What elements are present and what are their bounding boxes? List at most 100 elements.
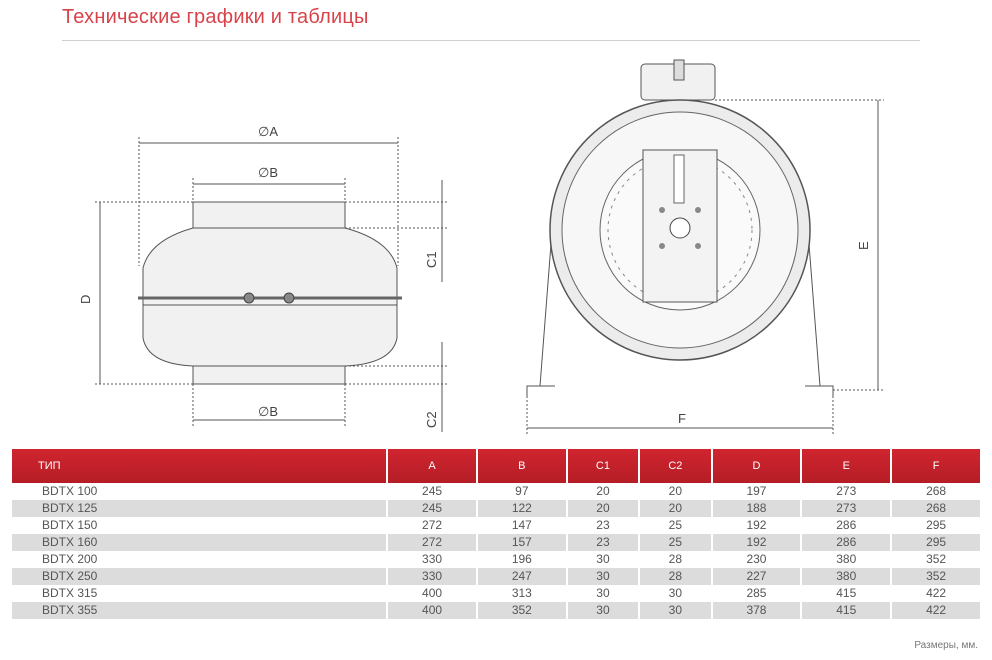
dim-c1-label: C1 xyxy=(424,251,439,268)
table-cell: BDTX 160 xyxy=(12,534,387,551)
table-row: BDTX 100 245 97 20 20 197 273 268 xyxy=(12,483,980,500)
bolt-right xyxy=(283,292,295,304)
col-header-c2: C2 xyxy=(640,449,711,483)
table-cell: 295 xyxy=(892,534,980,551)
motor-bracket xyxy=(673,154,685,204)
col-header-c1: C1 xyxy=(567,449,639,483)
table-cell: 352 xyxy=(892,551,980,568)
fan-front-view: E F xyxy=(526,59,884,434)
left-leg xyxy=(526,243,552,396)
table-cell: 415 xyxy=(802,602,891,619)
right-leg xyxy=(808,243,834,396)
table-cell: BDTX 200 xyxy=(12,551,387,568)
table-row: BDTX 125 245 122 20 20 188 273 268 xyxy=(12,500,980,517)
table-cell: 380 xyxy=(802,568,891,585)
dim-d-label: D xyxy=(78,295,93,304)
table-cell: 286 xyxy=(802,517,891,534)
table-cell: 378 xyxy=(712,602,801,619)
table-cell: 230 xyxy=(712,551,801,568)
col-header-f: F xyxy=(892,449,980,483)
table-cell: 20 xyxy=(640,483,711,500)
table-cell: 245 xyxy=(388,483,476,500)
table-cell: 273 xyxy=(802,500,891,517)
table-cell: 330 xyxy=(388,568,476,585)
table-cell: 30 xyxy=(567,568,639,585)
table-cell: 400 xyxy=(388,602,476,619)
hub xyxy=(669,217,691,239)
table-header-row: ТИП A B C1 C2 D E F xyxy=(12,449,980,483)
table-cell: 422 xyxy=(892,585,980,602)
dim-b-bottom-label: ∅B xyxy=(258,404,278,419)
dim-a-label: ∅A xyxy=(258,124,278,139)
table-cell: 196 xyxy=(477,551,566,568)
bolt-left xyxy=(243,292,255,304)
table-row: BDTX 200 330 196 30 28 230 380 352 xyxy=(12,551,980,568)
table-cell: 28 xyxy=(640,568,711,585)
table-cell: 422 xyxy=(892,602,980,619)
table-cell: BDTX 150 xyxy=(12,517,387,534)
dimensions-table: ТИП A B C1 C2 D E F BDTX 100 245 97 20 2… xyxy=(10,449,982,619)
table-cell: 23 xyxy=(567,534,639,551)
table-cell: 352 xyxy=(892,568,980,585)
terminal-gland xyxy=(673,59,685,81)
table-cell: 286 xyxy=(802,534,891,551)
table-cell: 285 xyxy=(712,585,801,602)
table-cell: 122 xyxy=(477,500,566,517)
table-cell: BDTX 250 xyxy=(12,568,387,585)
table-cell: BDTX 315 xyxy=(12,585,387,602)
fan-side-view: ∅A ∅B ∅B D C1 C2 xyxy=(78,124,448,432)
screw-3 xyxy=(659,243,665,249)
table-cell: 192 xyxy=(712,534,801,551)
table-cell: 25 xyxy=(640,517,711,534)
table-cell: 30 xyxy=(567,585,639,602)
table-cell: 313 xyxy=(477,585,566,602)
table-cell: 23 xyxy=(567,517,639,534)
table-cell: BDTX 100 xyxy=(12,483,387,500)
table-cell: 247 xyxy=(477,568,566,585)
table-cell: 330 xyxy=(388,551,476,568)
screw-4 xyxy=(695,243,701,249)
table-cell: 97 xyxy=(477,483,566,500)
col-header-d: D xyxy=(712,449,801,483)
col-header-b: B xyxy=(477,449,566,483)
top-collar xyxy=(192,201,346,229)
table-cell: 20 xyxy=(640,500,711,517)
table-row: BDTX 355 400 352 30 30 378 415 422 xyxy=(12,602,980,619)
col-header-a: A xyxy=(388,449,476,483)
table-cell: 268 xyxy=(892,483,980,500)
table-row: BDTX 250 330 247 30 28 227 380 352 xyxy=(12,568,980,585)
dim-b-top-label: ∅B xyxy=(258,165,278,180)
screw-2 xyxy=(695,207,701,213)
table-cell: 400 xyxy=(388,585,476,602)
table-cell: 30 xyxy=(640,585,711,602)
table-cell: 30 xyxy=(640,602,711,619)
table-cell: BDTX 355 xyxy=(12,602,387,619)
table-cell: 295 xyxy=(892,517,980,534)
title-divider xyxy=(62,40,920,41)
technical-drawing: ∅A ∅B ∅B D C1 C2 xyxy=(78,59,884,434)
table-cell: 20 xyxy=(567,483,639,500)
table-cell: 380 xyxy=(802,551,891,568)
col-header-e: E xyxy=(802,449,891,483)
dim-c2-label: C2 xyxy=(424,411,439,428)
table-cell: 157 xyxy=(477,534,566,551)
table-row: BDTX 315 400 313 30 30 285 415 422 xyxy=(12,585,980,602)
table-cell: 272 xyxy=(388,534,476,551)
table-cell: 273 xyxy=(802,483,891,500)
dim-f-label: F xyxy=(678,411,686,426)
table-cell: 245 xyxy=(388,500,476,517)
table-cell: 28 xyxy=(640,551,711,568)
table-row: BDTX 160 272 157 23 25 192 286 295 xyxy=(12,534,980,551)
bottom-collar xyxy=(192,365,346,385)
table-cell: 227 xyxy=(712,568,801,585)
table-cell: 147 xyxy=(477,517,566,534)
table-cell: 352 xyxy=(477,602,566,619)
units-footnote: Размеры, мм. xyxy=(914,640,978,651)
table-cell: BDTX 125 xyxy=(12,500,387,517)
table-cell: 272 xyxy=(388,517,476,534)
dim-e-label: E xyxy=(856,241,871,250)
table-cell: 188 xyxy=(712,500,801,517)
table-cell: 268 xyxy=(892,500,980,517)
table-cell: 192 xyxy=(712,517,801,534)
table-row: BDTX 150 272 147 23 25 192 286 295 xyxy=(12,517,980,534)
